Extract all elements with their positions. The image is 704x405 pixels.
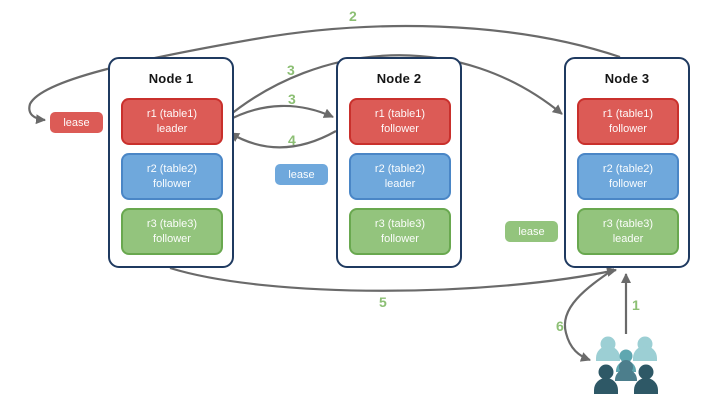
step-label-1: 1 [632,297,640,313]
arrow-step6-node3-to-users [563,268,615,362]
replica-r1-node2: r1 (table1) follower [349,98,451,145]
replica-name: r2 (table2) [374,162,426,175]
lease-label: lease [288,168,315,181]
replica-role: leader [612,232,644,245]
replica-role: follower [381,232,419,245]
replica-role: follower [153,232,191,245]
replica-role: follower [609,177,647,190]
lease-label: lease [518,225,545,238]
user-group-icon [594,336,658,394]
replica-name: r1 (table1) [374,107,426,120]
replica-name: r1 (table1) [602,107,654,120]
replica-r3-node2: r3 (table3) follower [349,208,451,255]
lease-label: lease [63,116,90,129]
replica-name: r2 (table2) [146,162,198,175]
replica-name: r3 (table3) [146,217,198,230]
replica-name: r3 (table3) [602,217,654,230]
replica-name: r2 (table2) [602,162,654,175]
replica-r2-node2: r2 (table2) leader [349,153,451,200]
node-3: Node 3 r1 (table1) follower r2 (table2) … [564,57,690,268]
step-label-4: 4 [288,132,296,148]
lease-tag-r3: lease [505,221,558,242]
lease-tag-r2: lease [275,164,328,185]
replica-name: r1 (table1) [146,107,198,120]
node-1-title: Node 1 [148,71,194,86]
lease-tag-r1: lease [50,112,103,133]
step-label-3a: 3 [287,62,295,78]
replica-role: follower [153,177,191,190]
node-1: Node 1 r1 (table1) leader r2 (table2) fo… [108,57,234,268]
replica-role: leader [156,122,188,135]
arrow-step5-node1-to-node3 [169,266,617,292]
replica-r2-node3: r2 (table2) follower [577,153,679,200]
node-2: Node 2 r1 (table1) follower r2 (table2) … [336,57,462,268]
step-label-2: 2 [349,8,357,24]
replica-role: follower [381,122,419,135]
replica-r1-node3: r1 (table1) follower [577,98,679,145]
replica-role: follower [609,122,647,135]
arrow-step3-node1-to-node2 [224,104,334,123]
replica-name: r3 (table3) [374,217,426,230]
node-2-title: Node 2 [376,71,422,86]
arrow-step4-node2-to-node1 [229,130,337,149]
step-label-5: 5 [379,294,387,310]
replica-role: leader [384,177,416,190]
replica-r2-node1: r2 (table2) follower [121,153,223,200]
step-label-3b: 3 [288,91,296,107]
step-label-6: 6 [556,318,564,334]
replica-r3-node1: r3 (table3) follower [121,208,223,255]
node-3-title: Node 3 [604,71,650,86]
replica-r3-node3: r3 (table3) leader [577,208,679,255]
replica-r1-node1: r1 (table1) leader [121,98,223,145]
